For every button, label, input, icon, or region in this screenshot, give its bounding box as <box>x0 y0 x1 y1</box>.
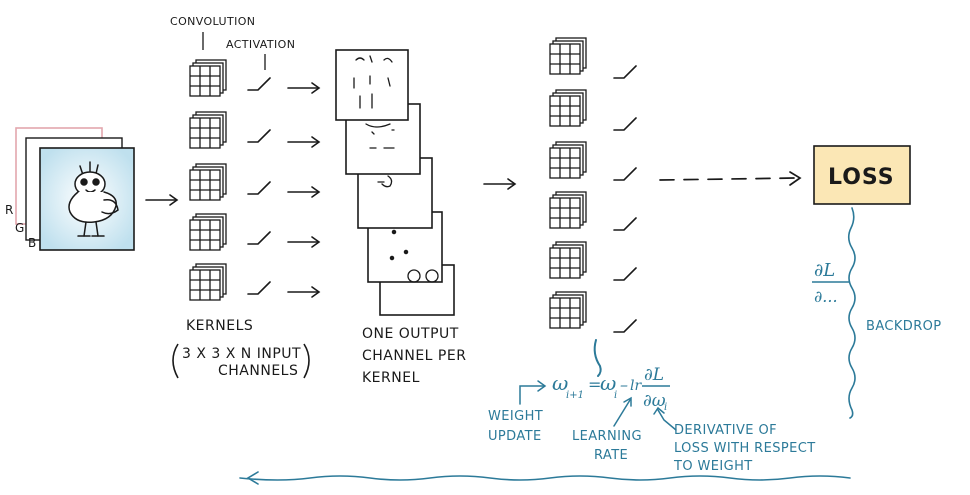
kernel-to-output-arrows <box>287 82 320 298</box>
formula-minus: – <box>620 375 628 394</box>
relu-3 <box>247 181 271 195</box>
loss-label: LOSS <box>828 165 895 190</box>
channel-label-b: B <box>28 236 36 250</box>
next-kernel-6 <box>549 291 587 329</box>
weight-update-line1: WEIGHT <box>488 409 543 424</box>
activation-label: ACTIVATION <box>226 38 295 51</box>
kernels-sub-line2: CHANNELS <box>218 363 298 379</box>
loss-box: LOSS <box>813 145 911 205</box>
formula-w-i: ω <box>600 371 616 395</box>
next-layer-kernels <box>549 37 587 329</box>
relu-2 <box>247 129 271 143</box>
kernels-label: KERNELS <box>186 318 253 334</box>
kernel-2 <box>189 111 227 149</box>
derivative-line3: TO WEIGHT <box>673 459 753 474</box>
grad-hint-denominator: ∂... <box>814 287 838 306</box>
formula-dl: ∂L <box>644 365 664 385</box>
convolution-label: CONVOLUTION <box>170 15 255 28</box>
next-layer-activations <box>613 65 637 333</box>
bird-icon <box>68 161 119 237</box>
formula-w-next: ω <box>552 371 568 395</box>
input-image: R G B <box>5 127 135 251</box>
weight-update-formula: ω i+1 = ω i – lr ∂L ∂ω i <box>552 365 670 413</box>
formula-dw-sub: i <box>664 402 667 413</box>
output-label-line1: ONE OUTPUT <box>362 326 459 342</box>
relu-5 <box>247 281 271 295</box>
formula-sub-i: i <box>614 390 617 401</box>
next-kernel-5 <box>549 241 587 279</box>
arrow-output-to-next-layer <box>483 178 516 190</box>
next-kernel-1 <box>549 37 587 75</box>
learning-rate-line2: RATE <box>594 448 628 463</box>
arrow-input-to-kernels <box>145 194 178 206</box>
kernel-column <box>189 59 227 301</box>
channel-label-r: R <box>5 203 13 217</box>
learning-rate-line1: LEARNING <box>572 429 642 444</box>
relu-4 <box>247 231 271 245</box>
output-label-line2: CHANNEL PER <box>362 348 466 364</box>
arrow-to-loss <box>659 171 802 186</box>
relu-1 <box>247 77 271 91</box>
formula-sub-next: i+1 <box>566 390 584 401</box>
channel-label-g: G <box>15 221 24 235</box>
kernel-1 <box>189 59 227 97</box>
kernel-4 <box>189 213 227 251</box>
backdrop-label: BACKDROP <box>866 319 942 334</box>
derivative-line2: LOSS WITH RESPECT <box>674 441 816 456</box>
backprop-path <box>239 207 856 485</box>
next-kernel-2 <box>549 89 587 127</box>
kernels-sub-line1: 3 X 3 X N INPUT <box>182 346 301 362</box>
formula-lr: lr <box>630 378 642 394</box>
output-label-line3: KERNEL <box>362 370 420 386</box>
kernel-5 <box>189 263 227 301</box>
output-feature-maps <box>335 49 455 316</box>
derivative-line1: DERIVATIVE OF <box>674 423 777 438</box>
formula-equals: = <box>588 375 601 394</box>
weight-update-line2: UPDATE <box>488 429 542 444</box>
grad-hint-numerator: ∂L <box>814 260 835 281</box>
next-kernel-3 <box>549 141 587 179</box>
next-kernel-4 <box>549 191 587 229</box>
formula-dw: ∂ω <box>643 391 666 411</box>
kernel-3 <box>189 163 227 201</box>
gradient-hint: ∂L ∂... <box>812 260 850 306</box>
activation-column <box>247 77 271 295</box>
